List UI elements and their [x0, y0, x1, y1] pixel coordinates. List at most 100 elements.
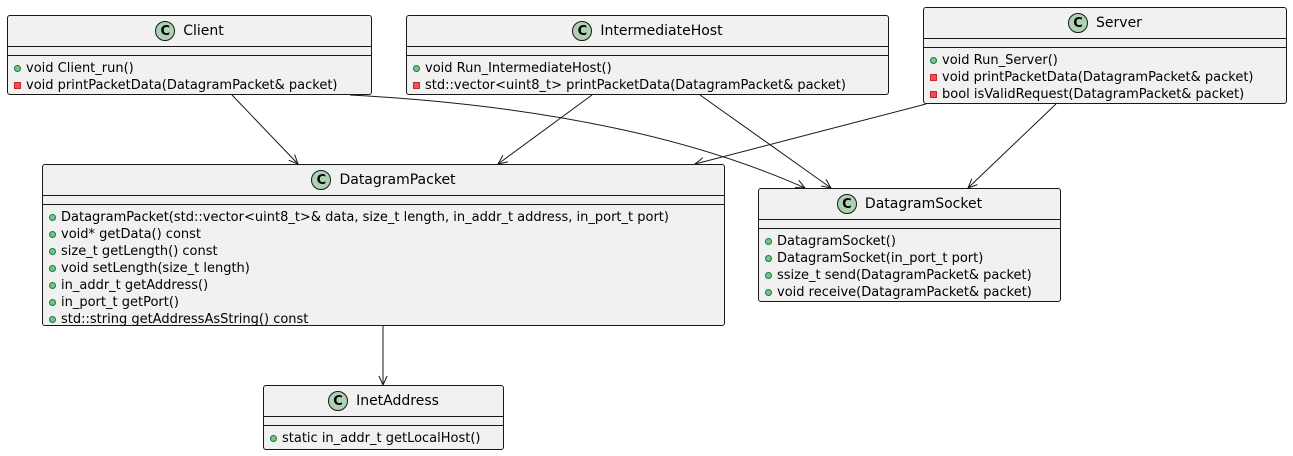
private-visibility-icon	[14, 82, 21, 89]
class-intermediate-host[interactable]: C IntermediateHost void Run_Intermediate…	[406, 15, 889, 95]
class-client[interactable]: C Client void Client_run()void printPack…	[7, 15, 372, 95]
method-signature: ssize_t send(DatagramPacket& packet)	[777, 268, 1032, 283]
class-icon: C	[572, 21, 593, 41]
fields-compartment	[264, 417, 503, 426]
method-row: bool isValidRequest(DatagramPacket& pack…	[930, 86, 1280, 103]
method-signature: void Client_run()	[26, 61, 134, 76]
class-header: C DatagramPacket	[43, 165, 724, 196]
methods-compartment: static in_addr_t getLocalHost()	[264, 426, 503, 451]
class-header: C InetAddress	[264, 386, 503, 417]
methods-compartment: DatagramPacket(std::vector<uint8_t>& dat…	[43, 205, 724, 332]
method-signature: std::vector<uint8_t> printPacketData(Dat…	[425, 78, 846, 93]
class-header: C DatagramSocket	[759, 189, 1060, 220]
class-name: DatagramPacket	[339, 172, 456, 188]
method-signature: bool isValidRequest(DatagramPacket& pack…	[942, 87, 1245, 102]
fields-compartment	[8, 47, 371, 56]
method-signature: DatagramSocket()	[777, 234, 896, 249]
class-icon: C	[1068, 13, 1089, 33]
methods-compartment: void Run_IntermediateHost()std::vector<u…	[407, 56, 888, 98]
method-row: void setLength(size_t length)	[49, 260, 718, 277]
class-header: C Client	[8, 16, 371, 47]
method-signature: void Run_Server()	[942, 53, 1058, 68]
public-visibility-icon	[765, 289, 772, 296]
class-header: C IntermediateHost	[407, 16, 888, 47]
private-visibility-icon	[413, 82, 420, 89]
public-visibility-icon	[49, 282, 56, 289]
fields-compartment	[407, 47, 888, 56]
public-visibility-icon	[413, 65, 420, 72]
method-signature: static in_addr_t getLocalHost()	[282, 431, 481, 446]
method-signature: DatagramPacket(std::vector<uint8_t>& dat…	[61, 210, 669, 225]
association-intermediatehost-to-datagrampacket	[497, 94, 593, 165]
method-signature: DatagramSocket(in_port_t port)	[777, 251, 984, 266]
public-visibility-icon	[930, 57, 937, 64]
method-row: DatagramSocket(in_port_t port)	[765, 250, 1054, 267]
method-row: void printPacketData(DatagramPacket& pac…	[930, 69, 1280, 86]
method-signature: void printPacketData(DatagramPacket& pac…	[942, 70, 1254, 85]
methods-compartment: void Client_run()void printPacketData(Da…	[8, 56, 371, 98]
method-signature: void setLength(size_t length)	[61, 261, 250, 276]
class-inet-address[interactable]: C InetAddress static in_addr_t getLocalH…	[263, 385, 504, 450]
method-row: std::vector<uint8_t> printPacketData(Dat…	[413, 77, 882, 94]
public-visibility-icon	[49, 316, 56, 323]
method-row: void receive(DatagramPacket& packet)	[765, 284, 1054, 301]
method-signature: void receive(DatagramPacket& packet)	[777, 285, 1032, 300]
method-signature: in_port_t getPort()	[61, 295, 179, 310]
public-visibility-icon	[49, 248, 56, 255]
class-name: Server	[1096, 15, 1142, 31]
association-client-to-datagramsocket	[349, 94, 806, 189]
class-datagram-packet[interactable]: C DatagramPacket DatagramPacket(std::vec…	[42, 164, 725, 327]
public-visibility-icon	[49, 299, 56, 306]
method-signature: void* getData() const	[61, 227, 202, 242]
method-row: void* getData() const	[49, 226, 718, 243]
class-icon: C	[155, 21, 176, 41]
method-row: static in_addr_t getLocalHost()	[270, 430, 497, 447]
method-signature: size_t getLength() const	[61, 244, 218, 259]
methods-compartment: DatagramSocket() DatagramSocket(in_port_t…	[759, 229, 1060, 305]
class-icon: C	[836, 194, 857, 214]
public-visibility-icon	[49, 265, 56, 272]
class-datagram-socket[interactable]: C DatagramSocket DatagramSocket()Datagra…	[758, 188, 1061, 302]
method-row: void Client_run()	[14, 60, 365, 77]
fields-compartment	[924, 39, 1286, 48]
public-visibility-icon	[49, 231, 56, 238]
class-icon: C	[311, 170, 332, 190]
public-visibility-icon	[270, 435, 277, 442]
public-visibility-icon	[49, 214, 56, 221]
method-signature: void Run_IntermediateHost()	[425, 61, 612, 76]
association-intermediatehost-to-datagramsocket	[699, 94, 832, 189]
methods-compartment: void Run_Server()void printPacketData(Da…	[924, 48, 1286, 107]
method-row: void printPacketData(DatagramPacket& pac…	[14, 77, 365, 94]
association-server-to-datagramsocket	[967, 103, 1057, 189]
class-server[interactable]: C Server void Run_Server()void printPack…	[923, 7, 1287, 104]
class-name: DatagramSocket	[864, 196, 983, 212]
class-name: Client	[183, 23, 224, 39]
private-visibility-icon	[930, 74, 937, 81]
public-visibility-icon	[765, 238, 772, 245]
method-signature: void printPacketData(DatagramPacket& pac…	[26, 78, 338, 93]
association-client-to-datagrampacket	[231, 94, 299, 165]
method-row: DatagramPacket(std::vector<uint8_t>& dat…	[49, 209, 718, 226]
method-row: std::string getAddressAsString() const	[49, 311, 718, 328]
method-row: DatagramSocket()	[765, 233, 1054, 250]
class-icon: C	[328, 391, 349, 411]
fields-compartment	[759, 220, 1060, 229]
method-row: ssize_t send(DatagramPacket& packet)	[765, 267, 1054, 284]
public-visibility-icon	[765, 255, 772, 262]
class-name: IntermediateHost	[600, 23, 723, 39]
method-row: size_t getLength() const	[49, 243, 718, 260]
association-server-to-datagrampacket	[694, 103, 927, 165]
method-signature: in_addr_t getAddress()	[61, 278, 209, 293]
method-row: void Run_IntermediateHost()	[413, 60, 882, 77]
method-signature: std::string getAddressAsString() const	[61, 312, 309, 327]
fields-compartment	[43, 196, 724, 205]
public-visibility-icon	[14, 65, 21, 72]
method-row: void Run_Server()	[930, 52, 1280, 69]
private-visibility-icon	[930, 91, 937, 98]
method-row: in_addr_t getAddress()	[49, 277, 718, 294]
class-header: C Server	[924, 8, 1286, 39]
method-row: in_port_t getPort()	[49, 294, 718, 311]
class-name: InetAddress	[356, 393, 439, 409]
public-visibility-icon	[765, 272, 772, 279]
